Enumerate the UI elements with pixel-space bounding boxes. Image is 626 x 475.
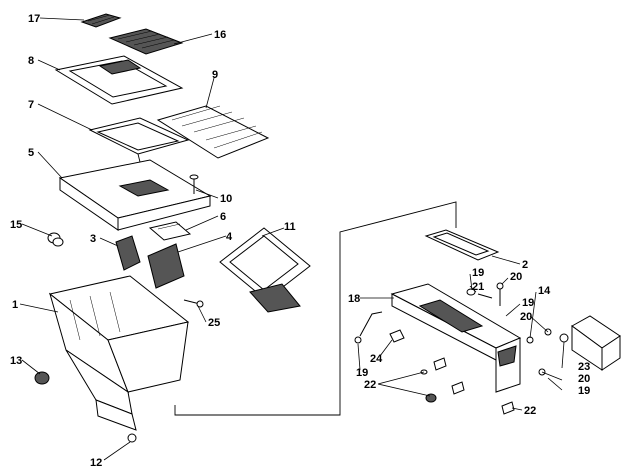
callout-24: 24	[370, 353, 383, 365]
part-2-seal	[424, 229, 500, 261]
callout-15: 15	[10, 219, 22, 231]
part-16-grille	[108, 28, 184, 55]
callout-19-d: 19	[578, 385, 590, 397]
part-24-washer	[389, 329, 405, 343]
callout-labels: 17 16 8 9 7 5 10 6 15 3 4 11 1 25 13 12 …	[10, 13, 590, 469]
callout-19-b: 19	[522, 297, 534, 309]
callout-7: 7	[28, 99, 34, 111]
part-8-frame	[54, 55, 184, 105]
part-18-rod	[354, 311, 383, 344]
part-18-base	[390, 283, 522, 393]
part-7-tray	[88, 117, 190, 163]
part-22-washers	[420, 357, 465, 403]
callout-9: 9	[212, 69, 218, 81]
part-1-housing	[48, 275, 190, 431]
callout-1: 1	[12, 299, 18, 311]
part-25-bolt	[183, 299, 204, 308]
part-6-latch	[148, 221, 192, 241]
callout-16: 16	[214, 29, 226, 41]
callout-25: 25	[208, 317, 220, 329]
callout-20-a: 20	[510, 271, 522, 283]
part-4-bracket	[147, 243, 185, 289]
callout-20-c: 20	[578, 373, 590, 385]
part-17-grille	[80, 13, 122, 28]
callout-4: 4	[226, 231, 233, 243]
callout-18: 18	[348, 293, 360, 305]
part-19-21-hardware	[466, 282, 569, 376]
part-12-drain	[127, 433, 137, 443]
callout-22-a: 22	[364, 379, 376, 391]
part-11-duct	[219, 227, 311, 313]
part-13-fitting	[34, 371, 50, 385]
leader-lines	[19, 17, 565, 461]
callout-3: 3	[90, 233, 96, 245]
callout-20-b: 20	[520, 311, 532, 323]
callout-2: 2	[522, 259, 528, 271]
callout-5: 5	[28, 147, 34, 159]
callout-23: 23	[578, 361, 590, 373]
connection-lines	[174, 201, 457, 416]
callout-12: 12	[90, 457, 102, 469]
part-22b-nut	[501, 401, 515, 415]
callout-22-b: 22	[524, 405, 536, 417]
callout-19-c: 19	[356, 367, 368, 379]
callout-11: 11	[284, 221, 296, 233]
callout-6: 6	[220, 211, 226, 223]
callout-10: 10	[220, 193, 232, 205]
part-9-panel	[156, 105, 270, 159]
callout-14: 14	[538, 285, 551, 297]
part-10-screw	[189, 174, 199, 194]
callout-17: 17	[28, 13, 40, 25]
callout-13: 13	[10, 355, 22, 367]
callout-8: 8	[28, 55, 34, 67]
part-3-bracket	[115, 235, 141, 271]
callout-21: 21	[472, 281, 484, 293]
callout-19-a: 19	[472, 267, 484, 279]
part-5-lid	[58, 159, 212, 231]
part-23-filter	[571, 315, 621, 371]
